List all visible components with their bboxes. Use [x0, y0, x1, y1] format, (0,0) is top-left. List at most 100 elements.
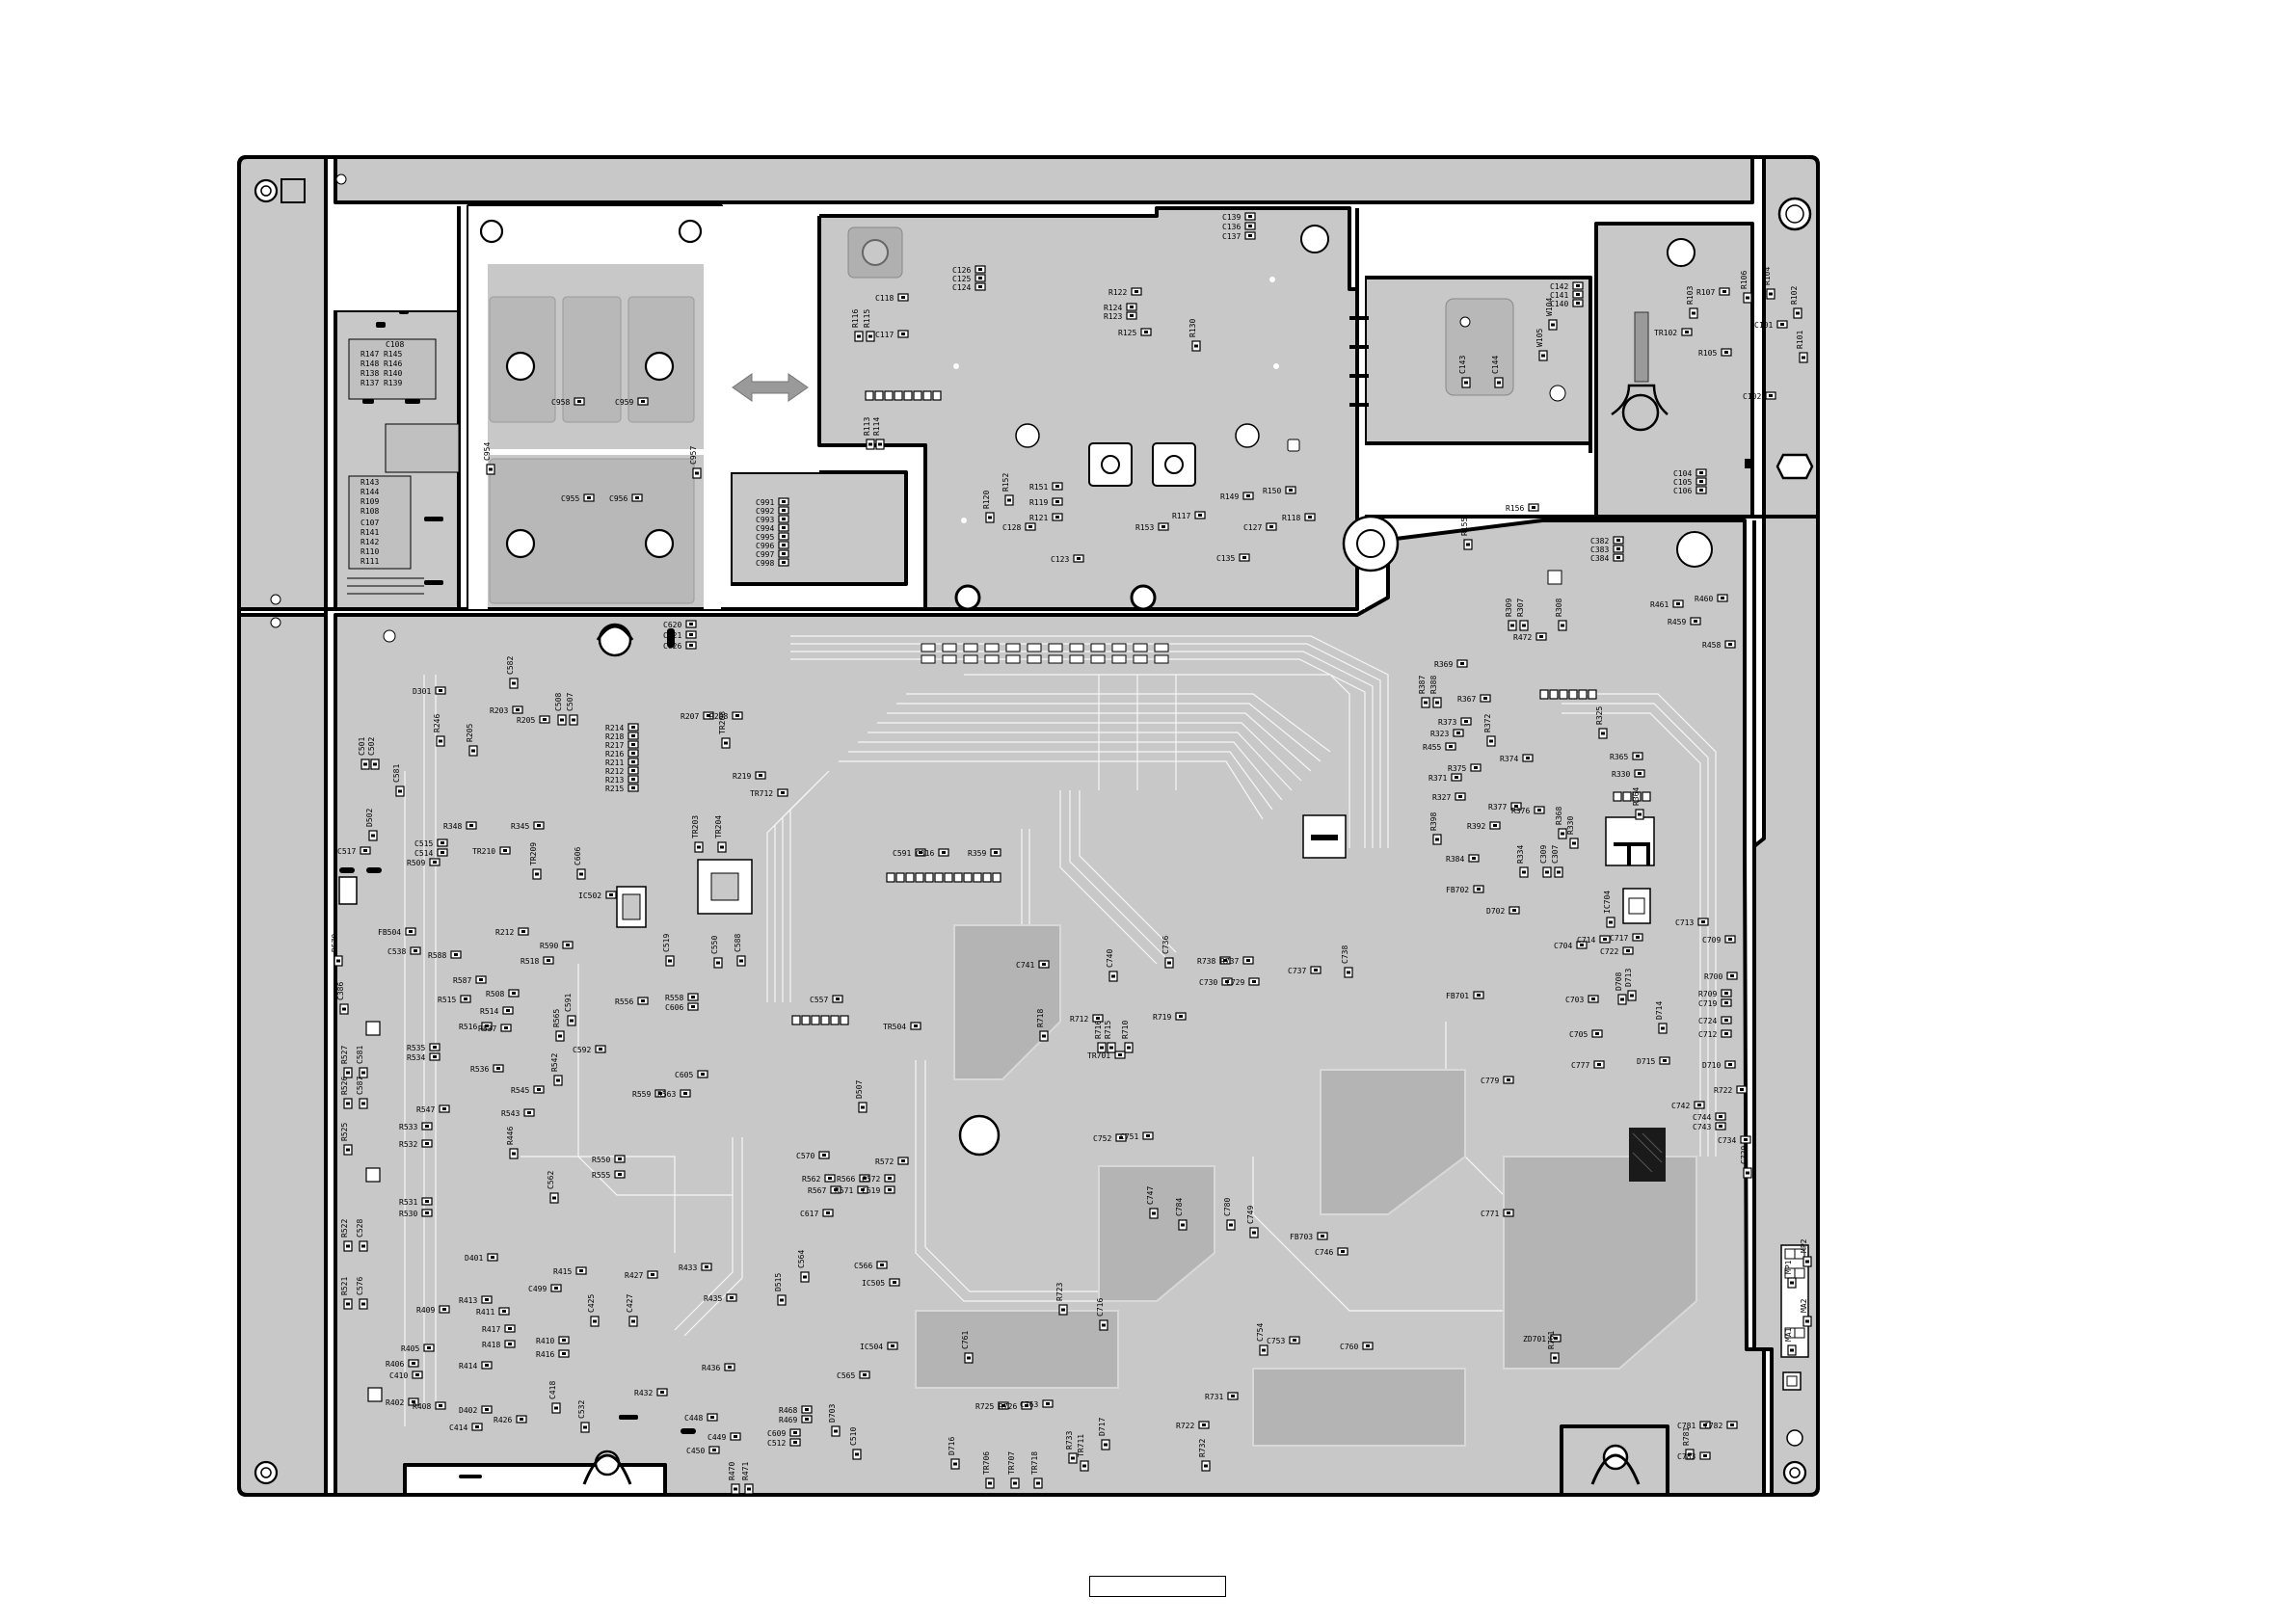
smd-pad-core: [1248, 215, 1252, 218]
ref-label: R205: [517, 716, 535, 725]
smd-pad-core: [1730, 1423, 1734, 1426]
smd-pad-core: [1248, 234, 1252, 237]
ref-label: C737: [1288, 967, 1306, 975]
ref-label-vertical: R710: [1121, 1021, 1130, 1039]
smd-pad-core: [1458, 795, 1462, 798]
strip-pad: [934, 872, 944, 883]
smd-pad-core: [1514, 805, 1518, 808]
ref-label: TR210: [472, 847, 495, 856]
smd-pad-core: [893, 1281, 896, 1284]
connector-pin: [963, 654, 978, 664]
ref-label: C781: [1677, 1422, 1695, 1430]
ref-label: R562: [802, 1175, 820, 1184]
ref-label-vertical: C508: [554, 693, 563, 711]
smd-pad-core: [579, 872, 583, 876]
ref-label: R414: [459, 1362, 477, 1370]
ref-label: C538: [387, 947, 406, 956]
smd-pad-core: [502, 1310, 506, 1313]
smd-pad-core: [1119, 1136, 1123, 1139]
ref-label: R402: [386, 1398, 404, 1407]
smd-pad-core: [1522, 870, 1526, 874]
ref-label: R124: [1104, 304, 1122, 312]
smd-pad-core: [1293, 1339, 1296, 1342]
ref-label-vertical: R205: [466, 724, 474, 742]
smd-pad-core: [508, 1343, 512, 1345]
ref-label-vertical: R113: [863, 417, 871, 436]
ref-label: C139: [1222, 213, 1241, 222]
ref-label: IC504: [860, 1343, 883, 1351]
smd-pad-core: [803, 1275, 807, 1279]
smd-pad-core: [781, 791, 785, 794]
smd-pad-core: [734, 1435, 737, 1438]
smd-pad-core: [1111, 974, 1115, 978]
smd-pad-core: [1321, 1235, 1324, 1237]
smd-pad-core: [1181, 1223, 1185, 1227]
ref-label: C107: [360, 519, 379, 527]
smd-pad-core: [1769, 394, 1773, 397]
smd-pad-core: [479, 978, 483, 981]
ref-label: R142: [360, 538, 379, 546]
strip-pad: [1613, 791, 1622, 802]
smd-pad-core: [1609, 920, 1613, 924]
smd-pad-core: [683, 1092, 687, 1095]
strip-pad: [903, 390, 913, 401]
smd-pad-core: [415, 1373, 419, 1376]
ref-label-vertical: MA2: [1800, 1298, 1808, 1313]
ref-label: C959: [615, 398, 633, 407]
smd-pad-core: [695, 471, 699, 475]
smd-pad-core: [953, 1462, 957, 1466]
ref-label: TR701: [1087, 1051, 1110, 1060]
smd-pad-core: [1055, 500, 1059, 503]
smd-pad-core: [1676, 602, 1680, 605]
smd-pad-core: [988, 1481, 992, 1485]
connector-pin: [1090, 654, 1106, 664]
smd-pad-core: [1722, 290, 1726, 293]
smd-pad-core: [556, 1078, 560, 1082]
ref-label: R712: [1070, 1015, 1088, 1024]
ref-label: C517: [337, 847, 356, 856]
ref-label-vertical: R723: [1055, 1283, 1064, 1301]
ref-label: R108: [360, 507, 379, 516]
smd-pad-core: [857, 334, 861, 338]
smd-pad-core: [1507, 1211, 1510, 1214]
smd-pad-core: [1805, 1319, 1809, 1323]
ref-label-vertical: C784: [1175, 1198, 1184, 1216]
smd-pad-core: [1366, 1344, 1370, 1347]
ref-label: C734: [1718, 1136, 1736, 1145]
ref-label: FB504: [378, 928, 401, 937]
ref-label: R555: [592, 1171, 610, 1180]
strip-pad: [922, 390, 932, 401]
ref-label: C606: [665, 1003, 683, 1012]
smd-pad-core: [469, 824, 473, 827]
ref-label: C958: [551, 398, 570, 407]
ref-label: R149: [1220, 492, 1239, 501]
connector-pin: [984, 643, 1000, 652]
smd-pad-core: [635, 496, 639, 499]
smd-pad-core: [651, 1273, 654, 1276]
ref-label: R141: [360, 528, 379, 537]
ref-label: R535: [407, 1044, 425, 1052]
smd-pad-core: [689, 633, 693, 636]
ref-label-vertical: TR718: [1030, 1451, 1039, 1475]
smd-pad-core: [1229, 1223, 1233, 1227]
smd-pad-core: [689, 623, 693, 625]
smd-pad-core: [712, 1449, 716, 1451]
strip-pad: [874, 390, 884, 401]
smd-pad-core: [1730, 974, 1734, 977]
smd-pad-core: [782, 518, 786, 520]
smd-pad-core: [485, 1298, 489, 1301]
ref-label: R139: [384, 379, 402, 387]
ref-label: R207: [681, 712, 699, 721]
smd-pad-core: [1130, 314, 1134, 317]
ref-label-vertical: R398: [1429, 812, 1438, 831]
ref-label: R138: [360, 369, 379, 378]
left-strip-details: [339, 310, 696, 1478]
ref-label: R377: [1488, 803, 1507, 812]
ref-label: C142: [1550, 282, 1568, 291]
strip-pad: [894, 390, 903, 401]
ref-label: R369: [1434, 660, 1453, 669]
ref-label-vertical: C550: [710, 936, 719, 954]
smd-pad-core: [537, 1088, 541, 1091]
ref-label: C719: [1698, 999, 1717, 1008]
region-top-strip: [334, 155, 1754, 204]
